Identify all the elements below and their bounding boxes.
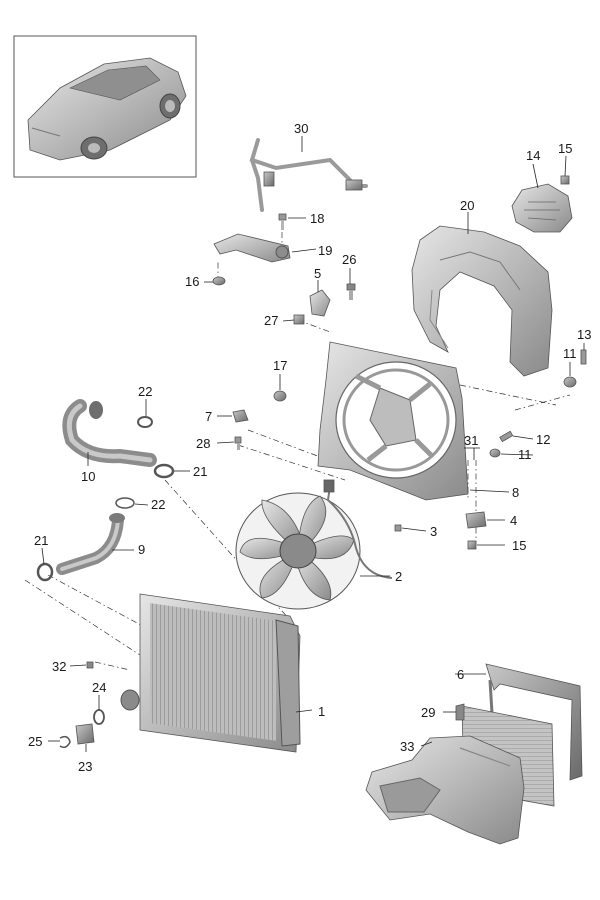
part-18-bolt: [278, 213, 287, 230]
label-26: 26: [342, 252, 356, 267]
part-3-screw: [394, 524, 402, 532]
part-21-clamp-top: [153, 463, 175, 479]
part-32-screw: [86, 661, 94, 669]
label-27: 27: [264, 313, 278, 328]
part-17-grommet: [273, 390, 287, 402]
part-22-ring-bottom: [115, 497, 135, 509]
label-11-top: 11: [563, 346, 577, 361]
part-15-clip-bottom: [467, 540, 477, 550]
part-33-air-duct: [365, 735, 525, 845]
label-2: 2: [395, 569, 402, 584]
part-11-nut-top: [563, 376, 577, 388]
label-12: 12: [536, 432, 550, 447]
part-26-bolt: [346, 283, 356, 300]
label-16: 16: [185, 274, 199, 289]
part-16-nut: [212, 276, 226, 286]
label-11-right: 11: [518, 447, 532, 462]
label-32: 32: [52, 659, 66, 674]
label-24: 24: [92, 680, 106, 695]
label-19: 19: [318, 243, 332, 258]
label-21-left: 21: [34, 533, 48, 548]
label-20: 20: [460, 198, 474, 213]
label-31: 31: [464, 433, 478, 448]
label-4: 4: [510, 513, 517, 528]
label-3: 3: [430, 524, 437, 539]
label-8: 8: [512, 485, 519, 500]
label-9: 9: [138, 542, 145, 557]
label-17: 17: [273, 358, 287, 373]
part-19-bracket: [213, 233, 291, 263]
part-25-clip: [59, 735, 71, 749]
label-28: 28: [196, 436, 210, 451]
part-28-screw: [234, 436, 242, 450]
part-12-bolt: [499, 430, 514, 443]
label-15-bottom: 15: [512, 538, 526, 553]
part-number-labels: 30 14 15 20 18 19 26 5 16 27 13 11 17 22…: [28, 121, 591, 774]
label-7: 7: [205, 409, 212, 424]
part-10-hose: [62, 399, 157, 467]
part-7-clip: [232, 409, 249, 423]
part-9-hose: [56, 513, 125, 575]
part-27-clip: [293, 314, 305, 325]
label-13: 13: [577, 327, 591, 342]
part-8-fan-shroud: [317, 341, 469, 501]
label-18: 18: [310, 211, 324, 226]
label-22-bottom: 22: [151, 497, 165, 512]
part-15-clip-top: [560, 175, 570, 185]
label-10: 10: [81, 469, 95, 484]
part-1-radiator: [120, 593, 301, 753]
leader-lines: [41, 136, 585, 752]
label-33: 33: [400, 739, 414, 754]
part-22-ring-top: [137, 416, 153, 428]
part-2-fan: [235, 479, 393, 610]
part-13-bolt: [580, 349, 587, 365]
label-1: 1: [318, 704, 325, 719]
vehicle-thumbnail: [13, 35, 197, 178]
part-21-clamp-left: [36, 562, 54, 582]
label-14: 14: [526, 148, 540, 163]
part-30-pipe: [249, 138, 368, 212]
label-30: 30: [294, 121, 308, 136]
label-5: 5: [314, 266, 321, 281]
part-23-connector: [75, 723, 95, 745]
part-14-cover: [511, 183, 573, 233]
label-22-top: 22: [138, 384, 152, 399]
label-6: 6: [457, 667, 464, 682]
label-23: 23: [78, 759, 92, 774]
part-11-nut-right: [489, 448, 501, 458]
label-29: 29: [421, 705, 435, 720]
part-4-bracket: [465, 511, 487, 529]
part-24-ring: [93, 709, 105, 725]
label-25: 25: [28, 734, 42, 749]
part-20-air-duct: [411, 225, 553, 377]
label-21-top: 21: [193, 464, 207, 479]
label-15-top: 15: [558, 141, 572, 156]
part-5-sensor: [309, 289, 331, 317]
